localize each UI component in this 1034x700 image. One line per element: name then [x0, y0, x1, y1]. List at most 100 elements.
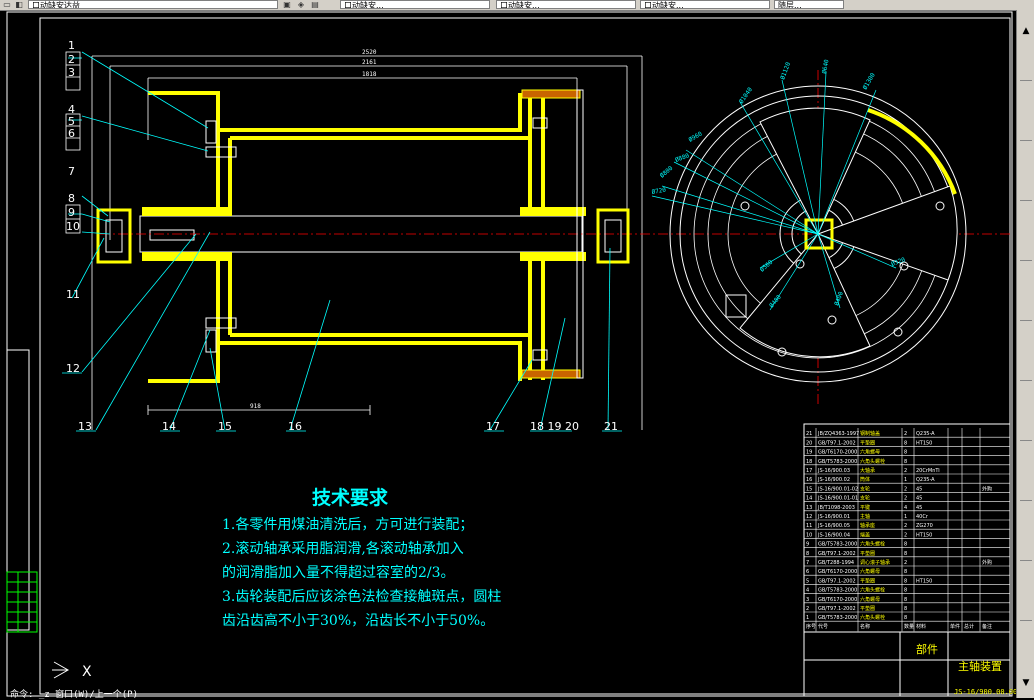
- tech-line-3: 的润滑脂加入量不得超过容室的2/3。: [222, 565, 455, 581]
- balloon-21: 21: [604, 420, 618, 433]
- parts-cell: 8: [904, 569, 907, 575]
- parts-cell: 六角螺母: [860, 449, 880, 456]
- drawing-frame: [39, 17, 1011, 695]
- parts-header-cell: 名称: [860, 623, 870, 630]
- parts-header-cell: 数量: [904, 623, 914, 630]
- parts-cell: 8: [904, 615, 907, 621]
- parts-cell: JS-16/900.01-02: [817, 486, 858, 492]
- parts-header-cell: 总计: [964, 623, 974, 630]
- parts-cell: 六角头螺栓: [860, 458, 885, 465]
- parts-cell: 9: [806, 542, 809, 548]
- dia-label-5: Ø880: [674, 152, 690, 164]
- dia-label-7: Ø720: [651, 186, 667, 195]
- scroll-up-icon[interactable]: ▲: [1022, 26, 1030, 36]
- dia-label-8: Ø640: [821, 59, 830, 75]
- parts-cell: 钢制轴盖: [860, 430, 880, 437]
- parts-cell: JB/ZQ4363-1997: [817, 431, 859, 437]
- balloon-numbers: 1 2 3 4 5 6 7 8 9 10 11 12 13 14 15 16 1…: [66, 39, 618, 433]
- parts-cell: 15: [806, 486, 812, 492]
- scroll-mark: [1020, 560, 1032, 561]
- parts-cell: HT150: [916, 578, 932, 584]
- parts-cell: 六角螺母: [860, 596, 880, 603]
- linetype-select[interactable]: 口动缺安...: [496, 0, 636, 9]
- parts-header-cell: 材料: [916, 623, 926, 630]
- tech-line-2: 2.滚动轴承采用脂润滑,各滚动轴承加入: [222, 541, 464, 557]
- parts-cell: 支轮: [860, 485, 870, 492]
- parts-cell: 2: [904, 486, 907, 492]
- plotstyle-select[interactable]: 随层...: [774, 0, 844, 9]
- parts-cell: 平垫圈: [860, 605, 875, 612]
- parts-cell: GB/T97.1-2002: [818, 578, 856, 584]
- parts-cell: 4: [806, 588, 809, 594]
- parts-cell: 8: [904, 440, 907, 446]
- parts-header-cell: 代号: [818, 623, 828, 630]
- dimension-lines: [91, 55, 643, 430]
- parts-cell: 13: [806, 505, 812, 511]
- balloon-8: 8: [68, 192, 75, 205]
- command-line[interactable]: 命令: _z 窗口(W)/上一个(P): [10, 690, 139, 700]
- side-view: [640, 70, 1010, 405]
- leader-lines: [62, 51, 622, 432]
- bolts: [205, 117, 548, 361]
- parts-cell: 2: [904, 532, 907, 538]
- balloon-1: 1: [68, 39, 75, 52]
- balloon-4: 4: [68, 103, 75, 116]
- scroll-mark: [1020, 140, 1032, 141]
- parts-cell: 18: [806, 459, 812, 465]
- parts-cell: JS-16/900.03: [817, 468, 850, 474]
- dim-text-1: 2520: [362, 49, 377, 56]
- balloon-11: 11: [66, 288, 80, 301]
- parts-cell: JS-16/900.01: [817, 514, 850, 520]
- parts-cell: 外购: [982, 559, 992, 566]
- parts-cell: Q235-A: [916, 431, 935, 437]
- scroll-down-icon[interactable]: ▼: [1022, 678, 1030, 688]
- layer-manager-icon[interactable]: ▣: [283, 0, 291, 9]
- parts-cell: 19: [806, 450, 812, 456]
- parts-cell: Q235-A: [916, 477, 935, 483]
- parts-cell: 21: [806, 431, 812, 437]
- parts-cell: JS-16/900.01-01: [817, 496, 858, 502]
- balloon-16: 16: [288, 420, 302, 433]
- open-icon[interactable]: ◧: [15, 0, 23, 9]
- parts-cell: GB/T288-1994: [818, 560, 854, 566]
- parts-header-cell: 单件: [950, 623, 960, 630]
- new-icon[interactable]: ▭: [3, 0, 11, 9]
- parts-cell: 8: [904, 459, 907, 465]
- balloon-boxes: [65, 51, 81, 234]
- dia-label-12: Ø320: [890, 256, 906, 268]
- layer-state-icon[interactable]: ▤: [311, 0, 319, 9]
- parts-cell: 16: [806, 477, 812, 483]
- drawing-canvas[interactable]: 2520 2161 1818 918: [0, 10, 1016, 698]
- parts-cell: 8: [904, 597, 907, 603]
- parts-cell: 2: [806, 606, 809, 612]
- parts-cell: 7: [806, 560, 809, 566]
- parts-cell: GB/T97.1-2002: [818, 551, 856, 557]
- parts-cell: GB/T5783-2000: [818, 615, 857, 621]
- balloon-14: 14: [162, 420, 176, 433]
- color-select[interactable]: 口动缺安...: [340, 0, 490, 9]
- scroll-mark: [1020, 200, 1032, 201]
- balloon-17: 17: [486, 420, 500, 433]
- layer-select[interactable]: 口动缺安达益: [28, 0, 278, 9]
- dia-label-3: Ø1040: [738, 86, 754, 105]
- layer-prev-icon[interactable]: ◈: [297, 0, 305, 9]
- balloon-13: 13: [78, 420, 92, 433]
- dim-text-2: 2161: [362, 59, 377, 66]
- parts-cell: 8: [904, 551, 907, 557]
- parts-cell: 8: [904, 578, 907, 584]
- lineweight-select[interactable]: 口动缺安...: [640, 0, 770, 9]
- parts-cell: 筒体: [860, 476, 870, 483]
- dia-label-4: Ø960: [688, 130, 704, 143]
- parts-cell: GB/T5783-2000: [818, 459, 857, 465]
- parts-cell: 平键: [860, 504, 870, 511]
- parts-header-cell: 序号: [806, 623, 816, 630]
- parts-cell: GB/T6170-2000: [818, 450, 857, 456]
- dim-text-3: 1818: [362, 71, 377, 78]
- parts-cell: 2: [904, 560, 907, 566]
- svg-text:X: X: [82, 664, 92, 680]
- vertical-scrollbar[interactable]: ▲ ▼: [1016, 10, 1034, 698]
- parts-cell: 11: [806, 523, 812, 529]
- parts-cell: JS-16/900.04: [817, 532, 850, 538]
